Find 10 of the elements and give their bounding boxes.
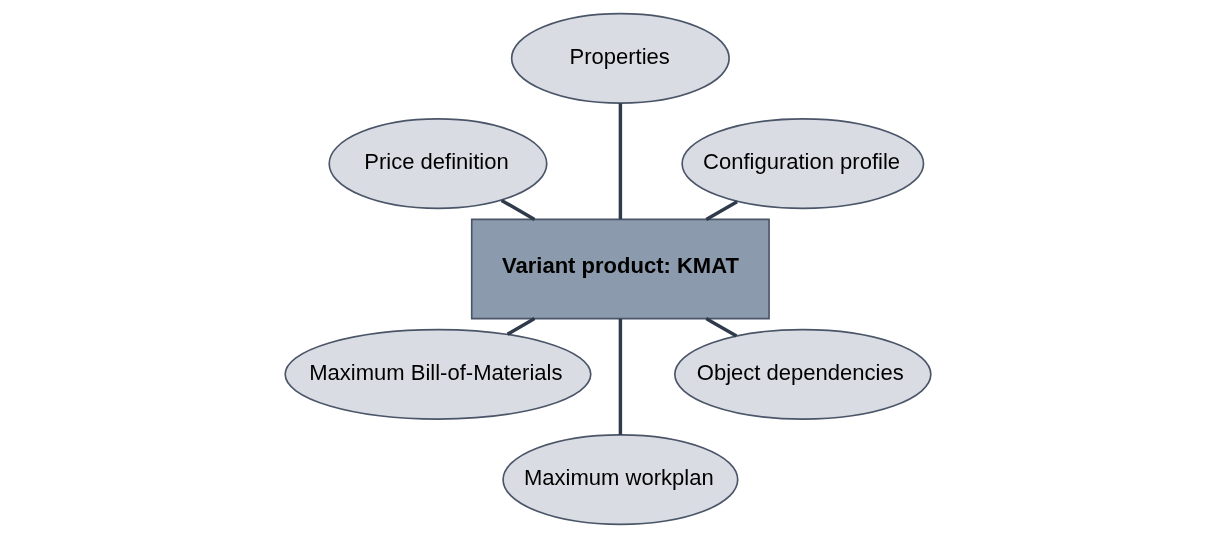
node-ellipse: Maximum Bill-of-Materials [283,328,592,420]
node-ellipse: Object dependencies [673,328,932,420]
connector [618,103,622,220]
node-ellipse: Maximum workplan [501,434,738,526]
node-box: Variant product: KMAT [470,218,770,320]
node-ellipse: Properties [510,12,730,104]
connector [618,318,622,435]
node-ellipse: Configuration profile [680,118,924,210]
connector [506,317,535,336]
node-ellipse: Price definition [327,118,548,210]
